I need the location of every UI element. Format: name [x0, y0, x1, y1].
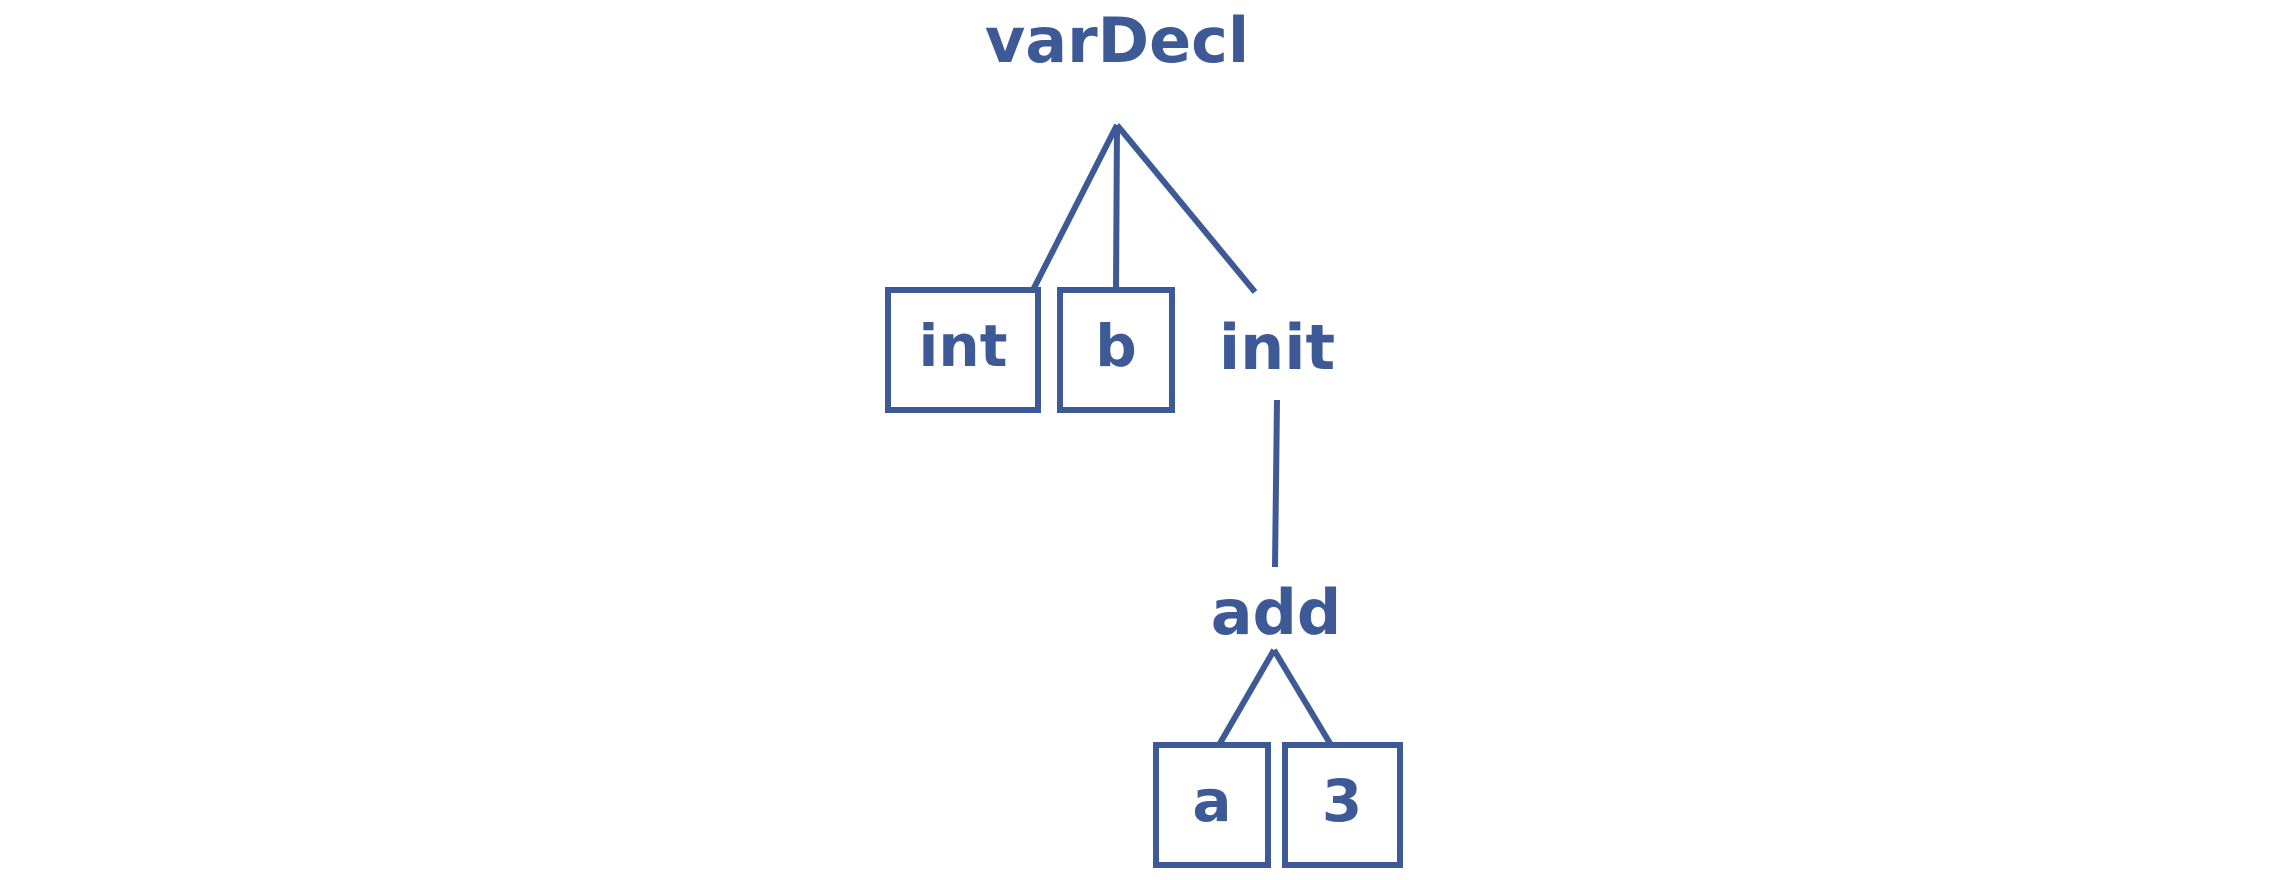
edge-vardecl-to-init	[1114, 123, 1258, 294]
node-box-a[interactable]	[1153, 742, 1271, 868]
text-layer: varDecl int b init add a 3	[919, 4, 1363, 835]
box-layer	[885, 287, 1403, 868]
node-label-vardecl: varDecl	[985, 4, 1249, 77]
node-label-3: 3	[1322, 767, 1362, 835]
node-label-a: a	[1192, 767, 1231, 835]
edge-vardecl-to-b	[1113, 124, 1120, 291]
edge-layer	[1030, 123, 1334, 747]
node-label-b: b	[1095, 312, 1137, 380]
edge-init-to-add	[1272, 399, 1280, 568]
node-label-init: init	[1219, 311, 1335, 384]
node-box-3[interactable]	[1282, 742, 1403, 868]
node-label-add: add	[1211, 576, 1342, 649]
node-box-b[interactable]	[1057, 287, 1175, 413]
node-label-int: int	[919, 312, 1008, 380]
edge-add-to-a	[1216, 648, 1277, 747]
edge-add-to-3	[1271, 648, 1334, 747]
edge-vardecl-to-int	[1030, 123, 1120, 292]
node-box-int[interactable]	[885, 287, 1041, 413]
